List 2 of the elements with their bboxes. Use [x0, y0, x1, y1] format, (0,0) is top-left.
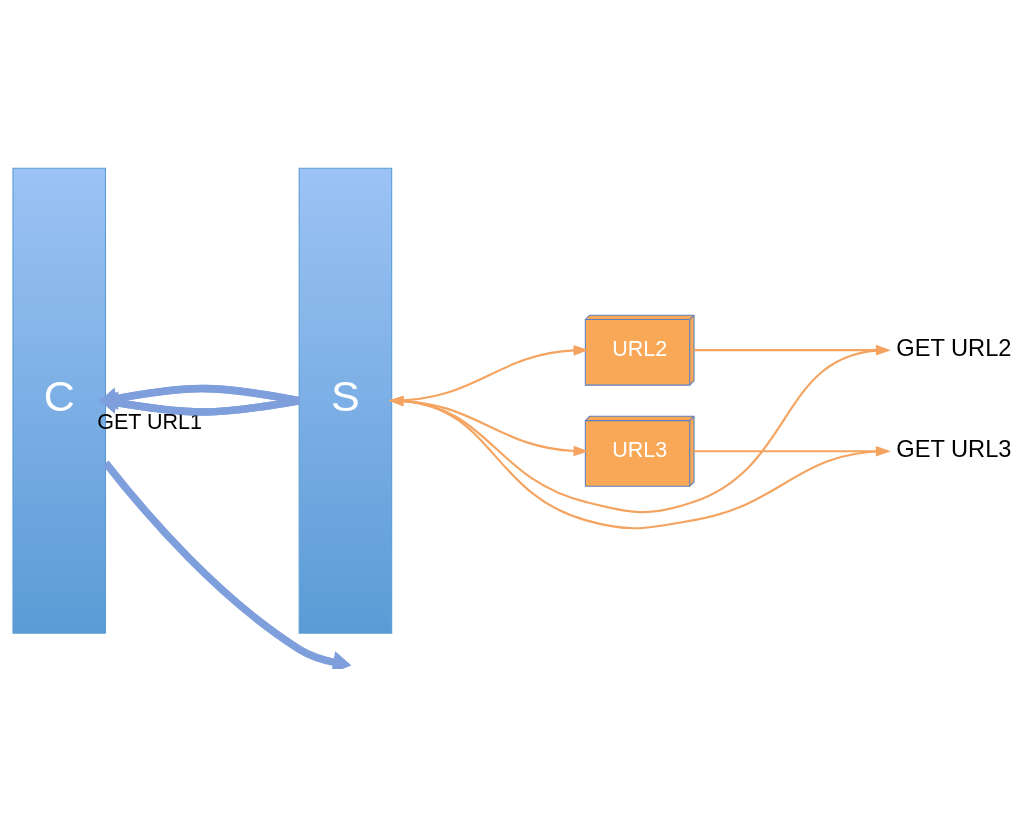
node-text: GET URL3: [896, 436, 1012, 463]
node-text: GET URL2: [896, 335, 1012, 362]
